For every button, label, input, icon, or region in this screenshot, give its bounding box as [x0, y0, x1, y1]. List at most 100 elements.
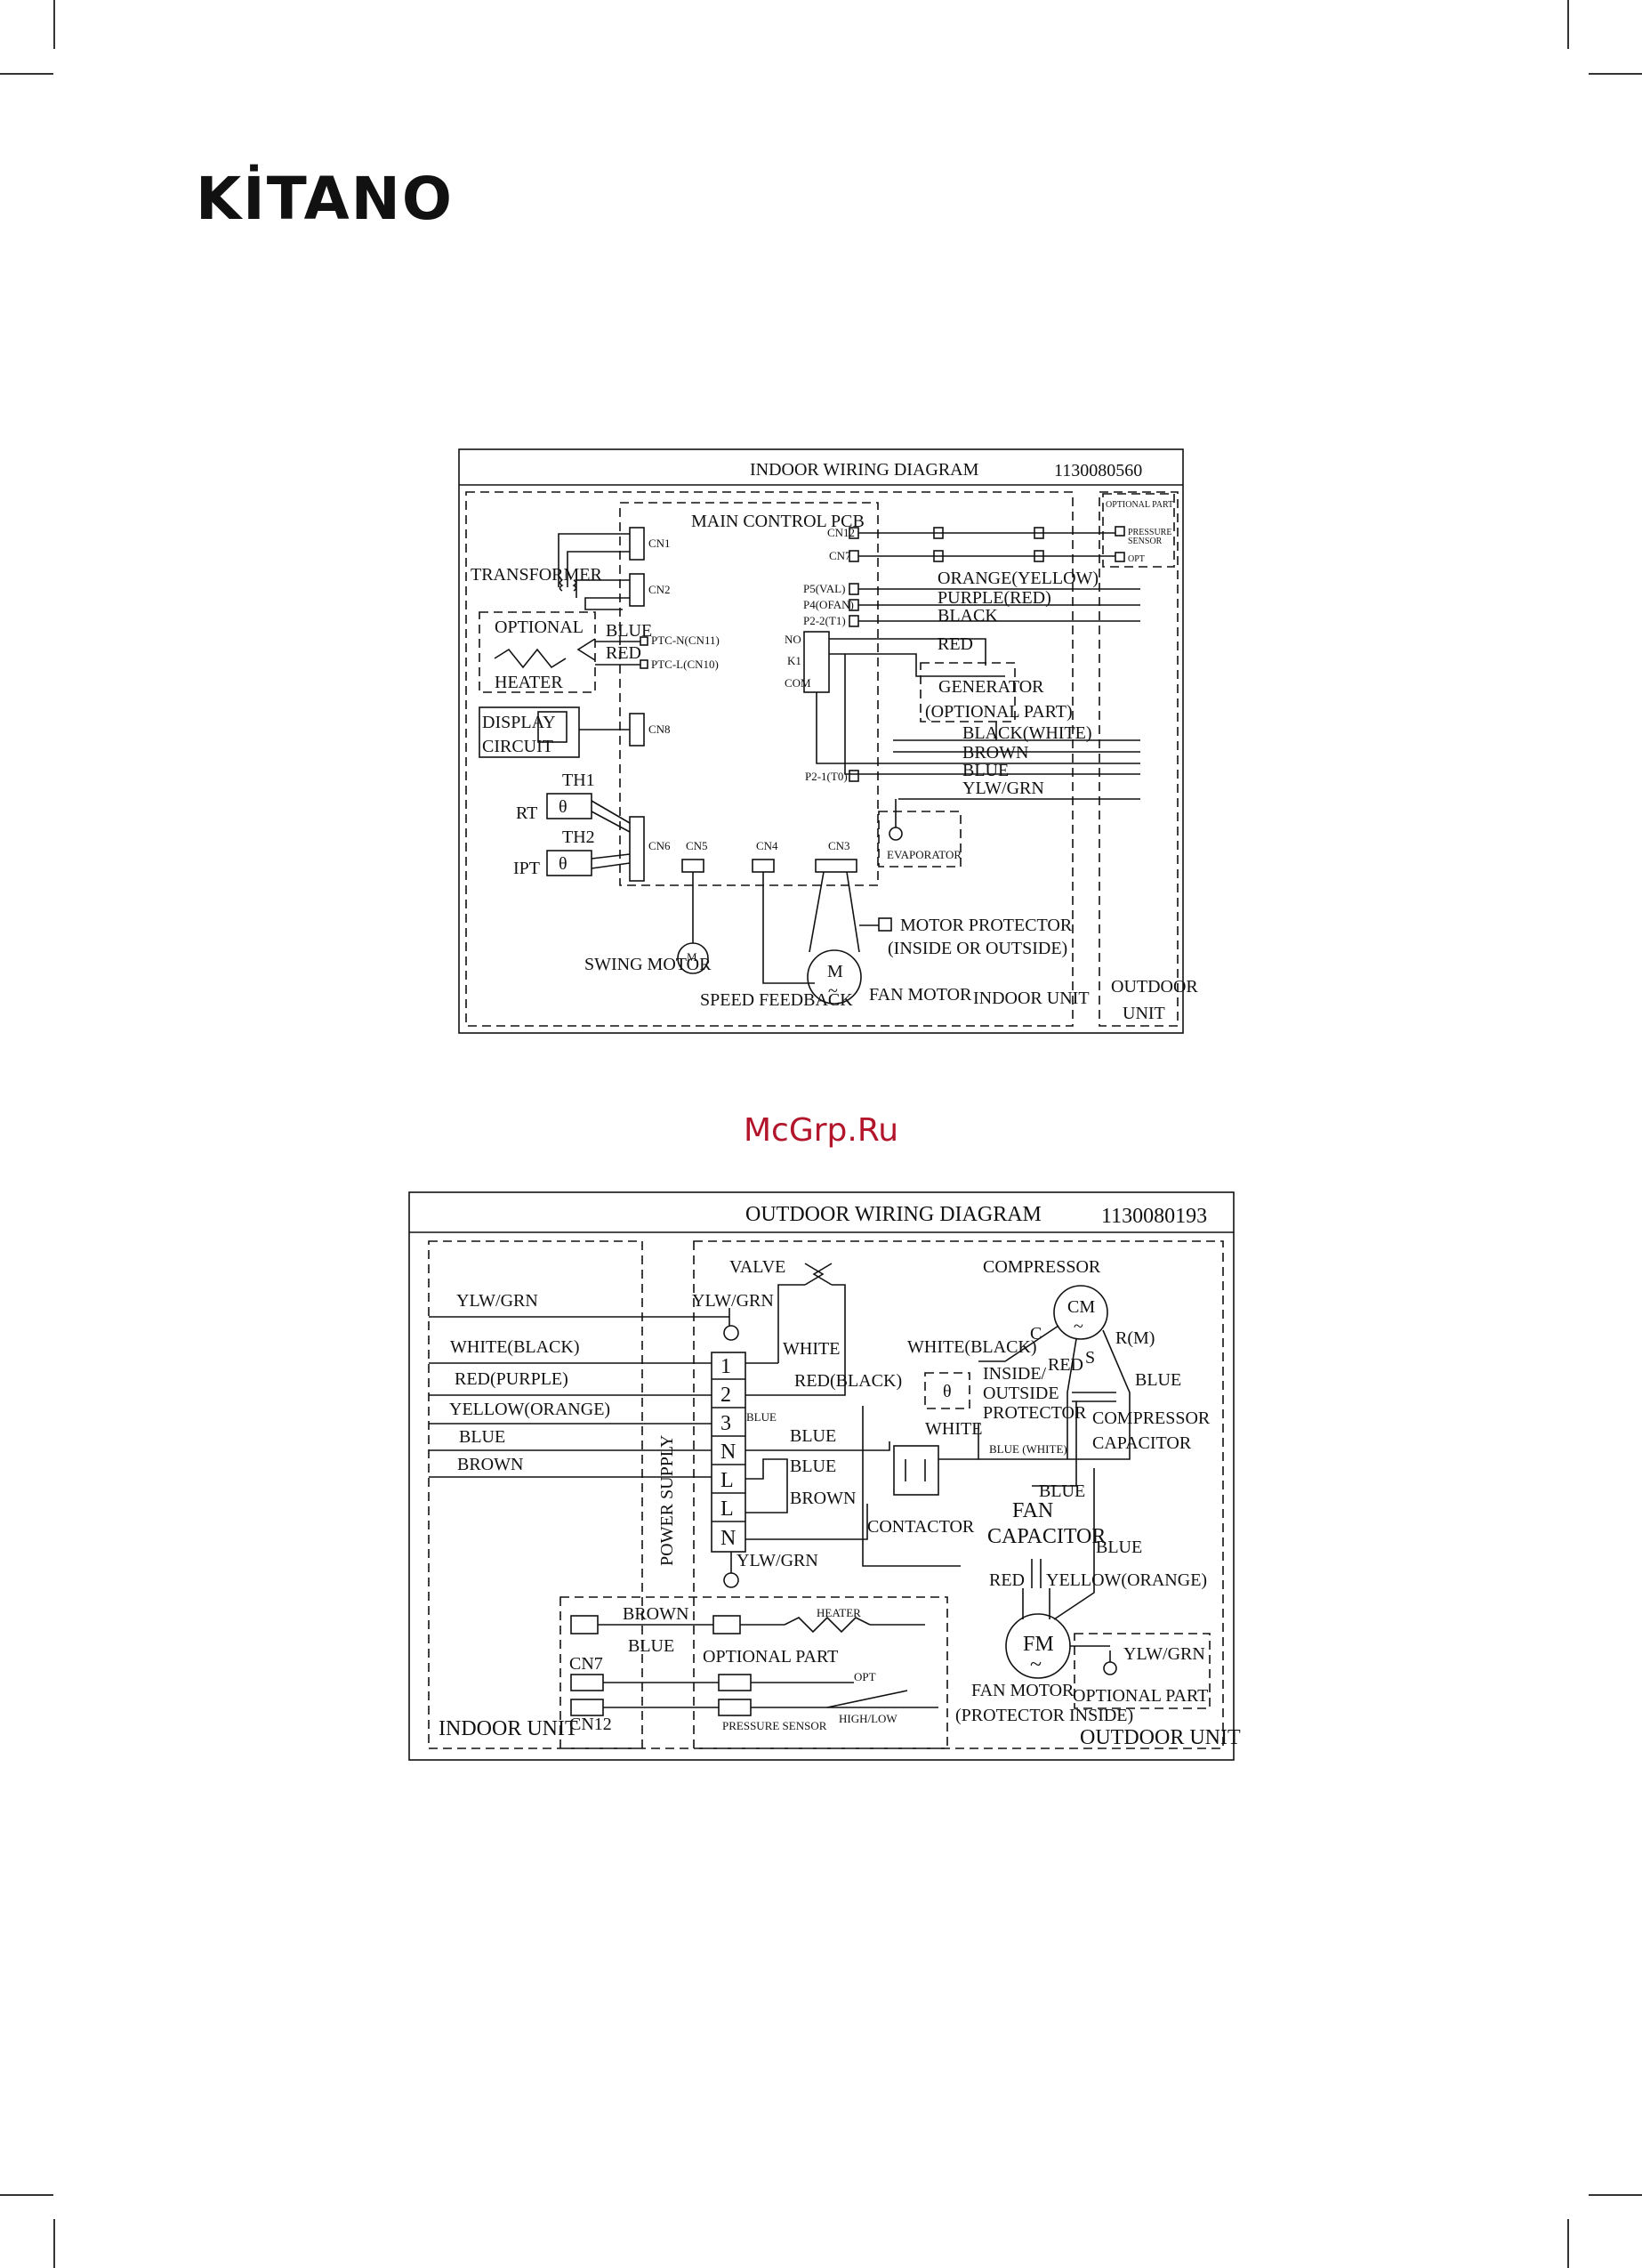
outdoor-title: OUTDOOR WIRING DIAGRAM [745, 1203, 1042, 1226]
compressor-label: COMPRESSOR [983, 1257, 1101, 1277]
cn8-label: CN8 [648, 722, 671, 736]
indoor-code: 1130080560 [1054, 461, 1142, 480]
wire-blue: BLUE [962, 761, 1009, 780]
wire-black: BLACK [938, 606, 998, 626]
cn3-label: CN3 [828, 839, 850, 852]
heater-red-label: RED [606, 643, 641, 663]
cn5-label: CN5 [686, 839, 708, 852]
outdoor-label-2: UNIT [1123, 1004, 1165, 1023]
white-label: WHITE [783, 1339, 840, 1359]
rm-label: R(M) [1115, 1328, 1155, 1348]
terminal-2: 2 [720, 1384, 731, 1407]
compressor-capacitor-1: COMPRESSOR [1092, 1408, 1211, 1428]
fan-motor-tilde: ~ [828, 981, 838, 1001]
crop-mark [1589, 2194, 1642, 2196]
power-supply-label: POWER SUPPLY [657, 1435, 677, 1566]
cn4-label: CN4 [756, 839, 778, 852]
ylwgrn-fm: YLW/GRN [1123, 1644, 1205, 1664]
red-purple-left: RED(PURPLE) [455, 1369, 568, 1389]
circuit-label: CIRCUIT [482, 737, 553, 756]
optional-part-outdoor: OPTIONAL PART [1073, 1686, 1208, 1706]
outside-label: OUTSIDE [983, 1384, 1059, 1403]
ylwgrn-bottom: YLW/GRN [736, 1551, 818, 1570]
crop-mark [1567, 0, 1569, 49]
heater-blue-label: BLUE [606, 621, 652, 641]
terminal-3: 3 [720, 1412, 731, 1435]
p4-label: P4(OFAN) [803, 598, 854, 611]
inside-outside-label: (INSIDE OR OUTSIDE) [888, 939, 1067, 958]
heater-label-o: HEATER [817, 1606, 861, 1619]
compressor-capacitor-2: CAPACITOR [1092, 1433, 1192, 1453]
outdoor-code: 1130080193 [1101, 1205, 1207, 1228]
outdoor-wiring-diagram: OUTDOOR WIRING DIAGRAM 1130080193 YLW/GR… [408, 1191, 1241, 1761]
blue-bottom: BLUE [628, 1636, 674, 1656]
brown-left: BROWN [457, 1455, 523, 1474]
pressure-sensor-label: PRESSURE SENSOR [722, 1719, 827, 1732]
indoor-unit-o: INDOOR UNIT [439, 1717, 578, 1740]
outdoor-label-1: OUTDOOR [1111, 977, 1198, 997]
crop-mark [0, 2194, 53, 2196]
watermark: McGrp.Ru [743, 1112, 899, 1149]
ptc-n-label: PTC-N(CN11) [651, 634, 720, 647]
outdoor-unit-label: OUTDOOR UNIT [1080, 1726, 1241, 1749]
optional-part-label: OPTIONAL PART [1106, 500, 1173, 510]
wire-orange: ORANGE(YELLOW) [938, 569, 1099, 588]
generator-label: GENERATOR [938, 677, 1044, 697]
optional-heater-label: OPTIONAL [495, 617, 584, 637]
crop-mark [53, 2219, 55, 2268]
speed-feedback-label: SPEED FEEDBACK [700, 990, 853, 1010]
terminal-n1: N [720, 1441, 736, 1464]
cm-tilde: ~ [1074, 1317, 1083, 1336]
fan-motor-label: FAN MOTOR [869, 985, 972, 1005]
fan-motor-label: FAN MOTOR [971, 1681, 1075, 1700]
motor-protector-label: MOTOR PROTECTOR [900, 916, 1073, 935]
cn12-label-o: CN12 [569, 1715, 612, 1734]
s-label: S [1085, 1348, 1095, 1368]
pcb-label: MAIN CONTROL PCB [691, 512, 865, 531]
rt-label: RT [516, 803, 537, 823]
sensor-label: SENSOR [1128, 537, 1163, 546]
blue-small: BLUE [746, 1410, 777, 1424]
opt-label: OPT [1128, 554, 1145, 564]
white-2: WHITE [925, 1419, 982, 1439]
cm-label: CM [1067, 1297, 1095, 1317]
white-black-2: WHITE(BLACK) [907, 1337, 1037, 1357]
inside-label: INSIDE/ [983, 1364, 1047, 1384]
valve-label: VALVE [729, 1257, 785, 1277]
blue-fan-1: BLUE [1039, 1481, 1085, 1501]
ylwgrn-top: YLW/GRN [692, 1291, 774, 1311]
protector-label: PROTECTOR [983, 1403, 1087, 1423]
indoor-wiring-diagram: INDOOR WIRING DIAGRAM 1130080560 OPTIONA… [458, 448, 1198, 1034]
terminal-1: 1 [720, 1355, 731, 1378]
wire-ylwgrn: YLW/GRN [962, 779, 1044, 798]
indoor-title: INDOOR WIRING DIAGRAM [750, 460, 979, 480]
fan-motor-m: M [827, 962, 843, 981]
cn1-label: CN1 [648, 537, 671, 550]
yellow-orange-left: YELLOW(ORANGE) [449, 1400, 610, 1419]
p2-1-label: P2-1(T0) [805, 770, 848, 783]
terminal-l1: L [720, 1469, 734, 1492]
evaporator-label: EVAPORATOR [887, 848, 962, 861]
red-compressor: RED [1048, 1355, 1083, 1375]
transformer-label: TRANSFORMER [471, 565, 602, 585]
protector-theta: θ [943, 1382, 952, 1401]
blue-fan-2: BLUE [1096, 1538, 1142, 1557]
swing-motor-label: SWING MOTOR [584, 955, 712, 974]
cn7-label-o: CN7 [569, 1654, 603, 1674]
swing-motor-m: M [687, 950, 697, 964]
fan-capacitor-2: CAPACITOR [987, 1525, 1106, 1548]
th2-label: TH2 [562, 827, 595, 847]
p2-2-label: P2-2(T1) [803, 614, 846, 627]
th1-label: TH1 [562, 771, 595, 790]
fm-tilde: ~ [1030, 1653, 1042, 1676]
brown-mid: BROWN [790, 1489, 856, 1508]
relay-com: COM [785, 676, 811, 690]
heater-label: HEATER [495, 673, 563, 692]
indoor-unit-label: INDOOR UNIT [973, 989, 1090, 1008]
fm-label: FM [1023, 1633, 1054, 1656]
crop-mark [0, 73, 53, 75]
brand-logo: KİTANO [196, 165, 455, 233]
cn6-label: CN6 [648, 839, 671, 852]
pressure-label: PRESSURE [1128, 528, 1171, 537]
contactor-label: CONTACTOR [867, 1517, 975, 1537]
